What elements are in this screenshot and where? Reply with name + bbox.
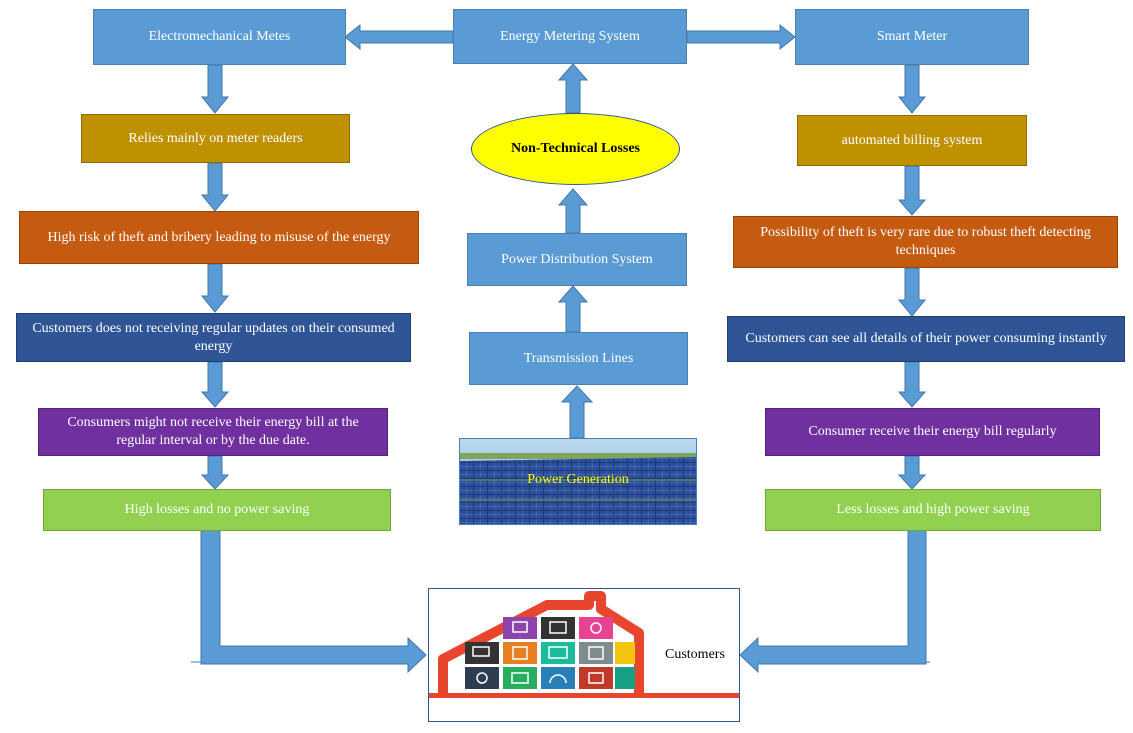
arrow-left-3 [200, 263, 230, 313]
right-step-1: automated billing system [797, 115, 1027, 166]
transmission-lines-box: Transmission Lines [469, 332, 688, 385]
power-generation-image: Power Generation [459, 438, 697, 525]
right-step-3: Customers can see all details of their p… [727, 316, 1125, 362]
arrow-left-5 [200, 455, 230, 490]
arrow-to-smart-meter [686, 23, 796, 51]
left-step-4: Consumers might not receive their energy… [38, 408, 388, 456]
arrow-left-1 [200, 64, 230, 114]
arrow-left-2 [200, 162, 230, 212]
arrow-left-4 [200, 361, 230, 408]
left-step-2: High risk of theft and bribery leading t… [19, 211, 419, 264]
energy-metering-system-box: Energy Metering System [453, 9, 687, 64]
arrow-right-4 [897, 361, 927, 408]
app-tiles-icon [465, 617, 635, 689]
right-step-2: Possibility of theft is very rare due to… [733, 216, 1118, 268]
smart-home-icon [429, 591, 739, 698]
arrow-transmission-up [557, 285, 589, 333]
solar-panel-icon [460, 439, 696, 524]
right-step-4: Consumer receive their energy bill regul… [765, 408, 1100, 456]
right-step-5: Less losses and high power saving [765, 489, 1101, 531]
electromechanical-meter-box: Electromechanical Metes [93, 9, 346, 65]
arrow-generation-up [560, 385, 594, 439]
arrow-right-3 [897, 267, 927, 317]
arrow-losses-up [557, 63, 589, 114]
non-technical-losses-ellipse: Non-Technical Losses [471, 113, 680, 185]
arrow-distribution-up [557, 188, 589, 234]
power-generation-label: Power Generation [527, 472, 629, 487]
left-step-5: High losses and no power saving [43, 489, 391, 531]
power-distribution-box: Power Distribution System [467, 233, 687, 286]
arrow-right-5 [897, 455, 927, 490]
left-step-3: Customers does not receiving regular upd… [16, 313, 411, 362]
customers-box: Customers [428, 588, 740, 722]
arrow-left-to-customers [200, 529, 427, 674]
customers-label: Customers [665, 647, 725, 662]
arrow-right-2 [897, 165, 927, 216]
arrow-right-to-customers [739, 529, 927, 674]
smart-meter-box: Smart Meter [795, 9, 1029, 65]
arrow-right-1 [897, 64, 927, 114]
left-step-1: Relies mainly on meter readers [81, 114, 350, 163]
arrow-to-electromechanical [344, 23, 454, 51]
